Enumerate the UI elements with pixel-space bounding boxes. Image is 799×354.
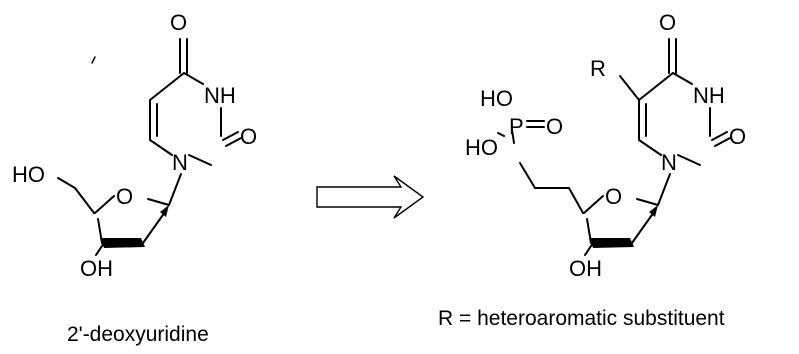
right-atom-o-top: O <box>659 10 676 35</box>
right-atom-r: R <box>590 56 606 81</box>
left-atom-ho: HO <box>12 162 45 187</box>
left-c4-ch2-bond <box>74 187 95 214</box>
right-bold-ring-bond <box>589 238 634 248</box>
left-ch2-oh-bond <box>57 177 76 189</box>
right-uracil-bonds <box>619 38 731 166</box>
left-atom-o-ring: O <box>116 184 133 209</box>
left-anomeric-wedge <box>160 205 169 217</box>
right-atom-o-ring: O <box>605 184 622 209</box>
left-atom-oh: OH <box>80 256 113 281</box>
left-glycosidic-bond <box>168 173 182 206</box>
left-atom-o-top: O <box>170 10 187 35</box>
left-c3-oh-bond <box>95 242 105 256</box>
right-atom-nh: NH <box>693 83 725 108</box>
right-atom-p-o: O <box>546 114 563 139</box>
right-atom-p-ho-left: HO <box>465 135 498 160</box>
left-caption: 2'-deoxyuridine <box>67 323 209 346</box>
right-anomeric-wedge <box>649 205 658 217</box>
right-phosphonate-linker <box>497 120 584 214</box>
right-atom-oh: OH <box>569 256 602 281</box>
left-atom-nh: NH <box>204 83 236 108</box>
right-atom-o-right: O <box>729 124 746 149</box>
right-glycosidic-bond <box>657 173 671 206</box>
right-atom-p-ho-top: HO <box>480 86 513 111</box>
right-c3-oh-bond <box>584 242 594 256</box>
right-caption: R = heteroaromatic substituent <box>438 307 725 330</box>
stray-mark <box>91 56 96 64</box>
left-atom-n1: N <box>172 150 188 175</box>
right-atom-n1: N <box>661 150 677 175</box>
left-atom-o-right: O <box>240 124 257 149</box>
retrosynthetic-arrow <box>316 175 425 219</box>
left-bold-ring-bond <box>100 238 145 248</box>
right-c5-r-bond <box>619 75 640 101</box>
left-uracil-bonds <box>149 38 242 166</box>
right-molecule <box>497 38 731 256</box>
left-molecule <box>57 38 242 256</box>
right-atom-p: P <box>509 114 524 139</box>
